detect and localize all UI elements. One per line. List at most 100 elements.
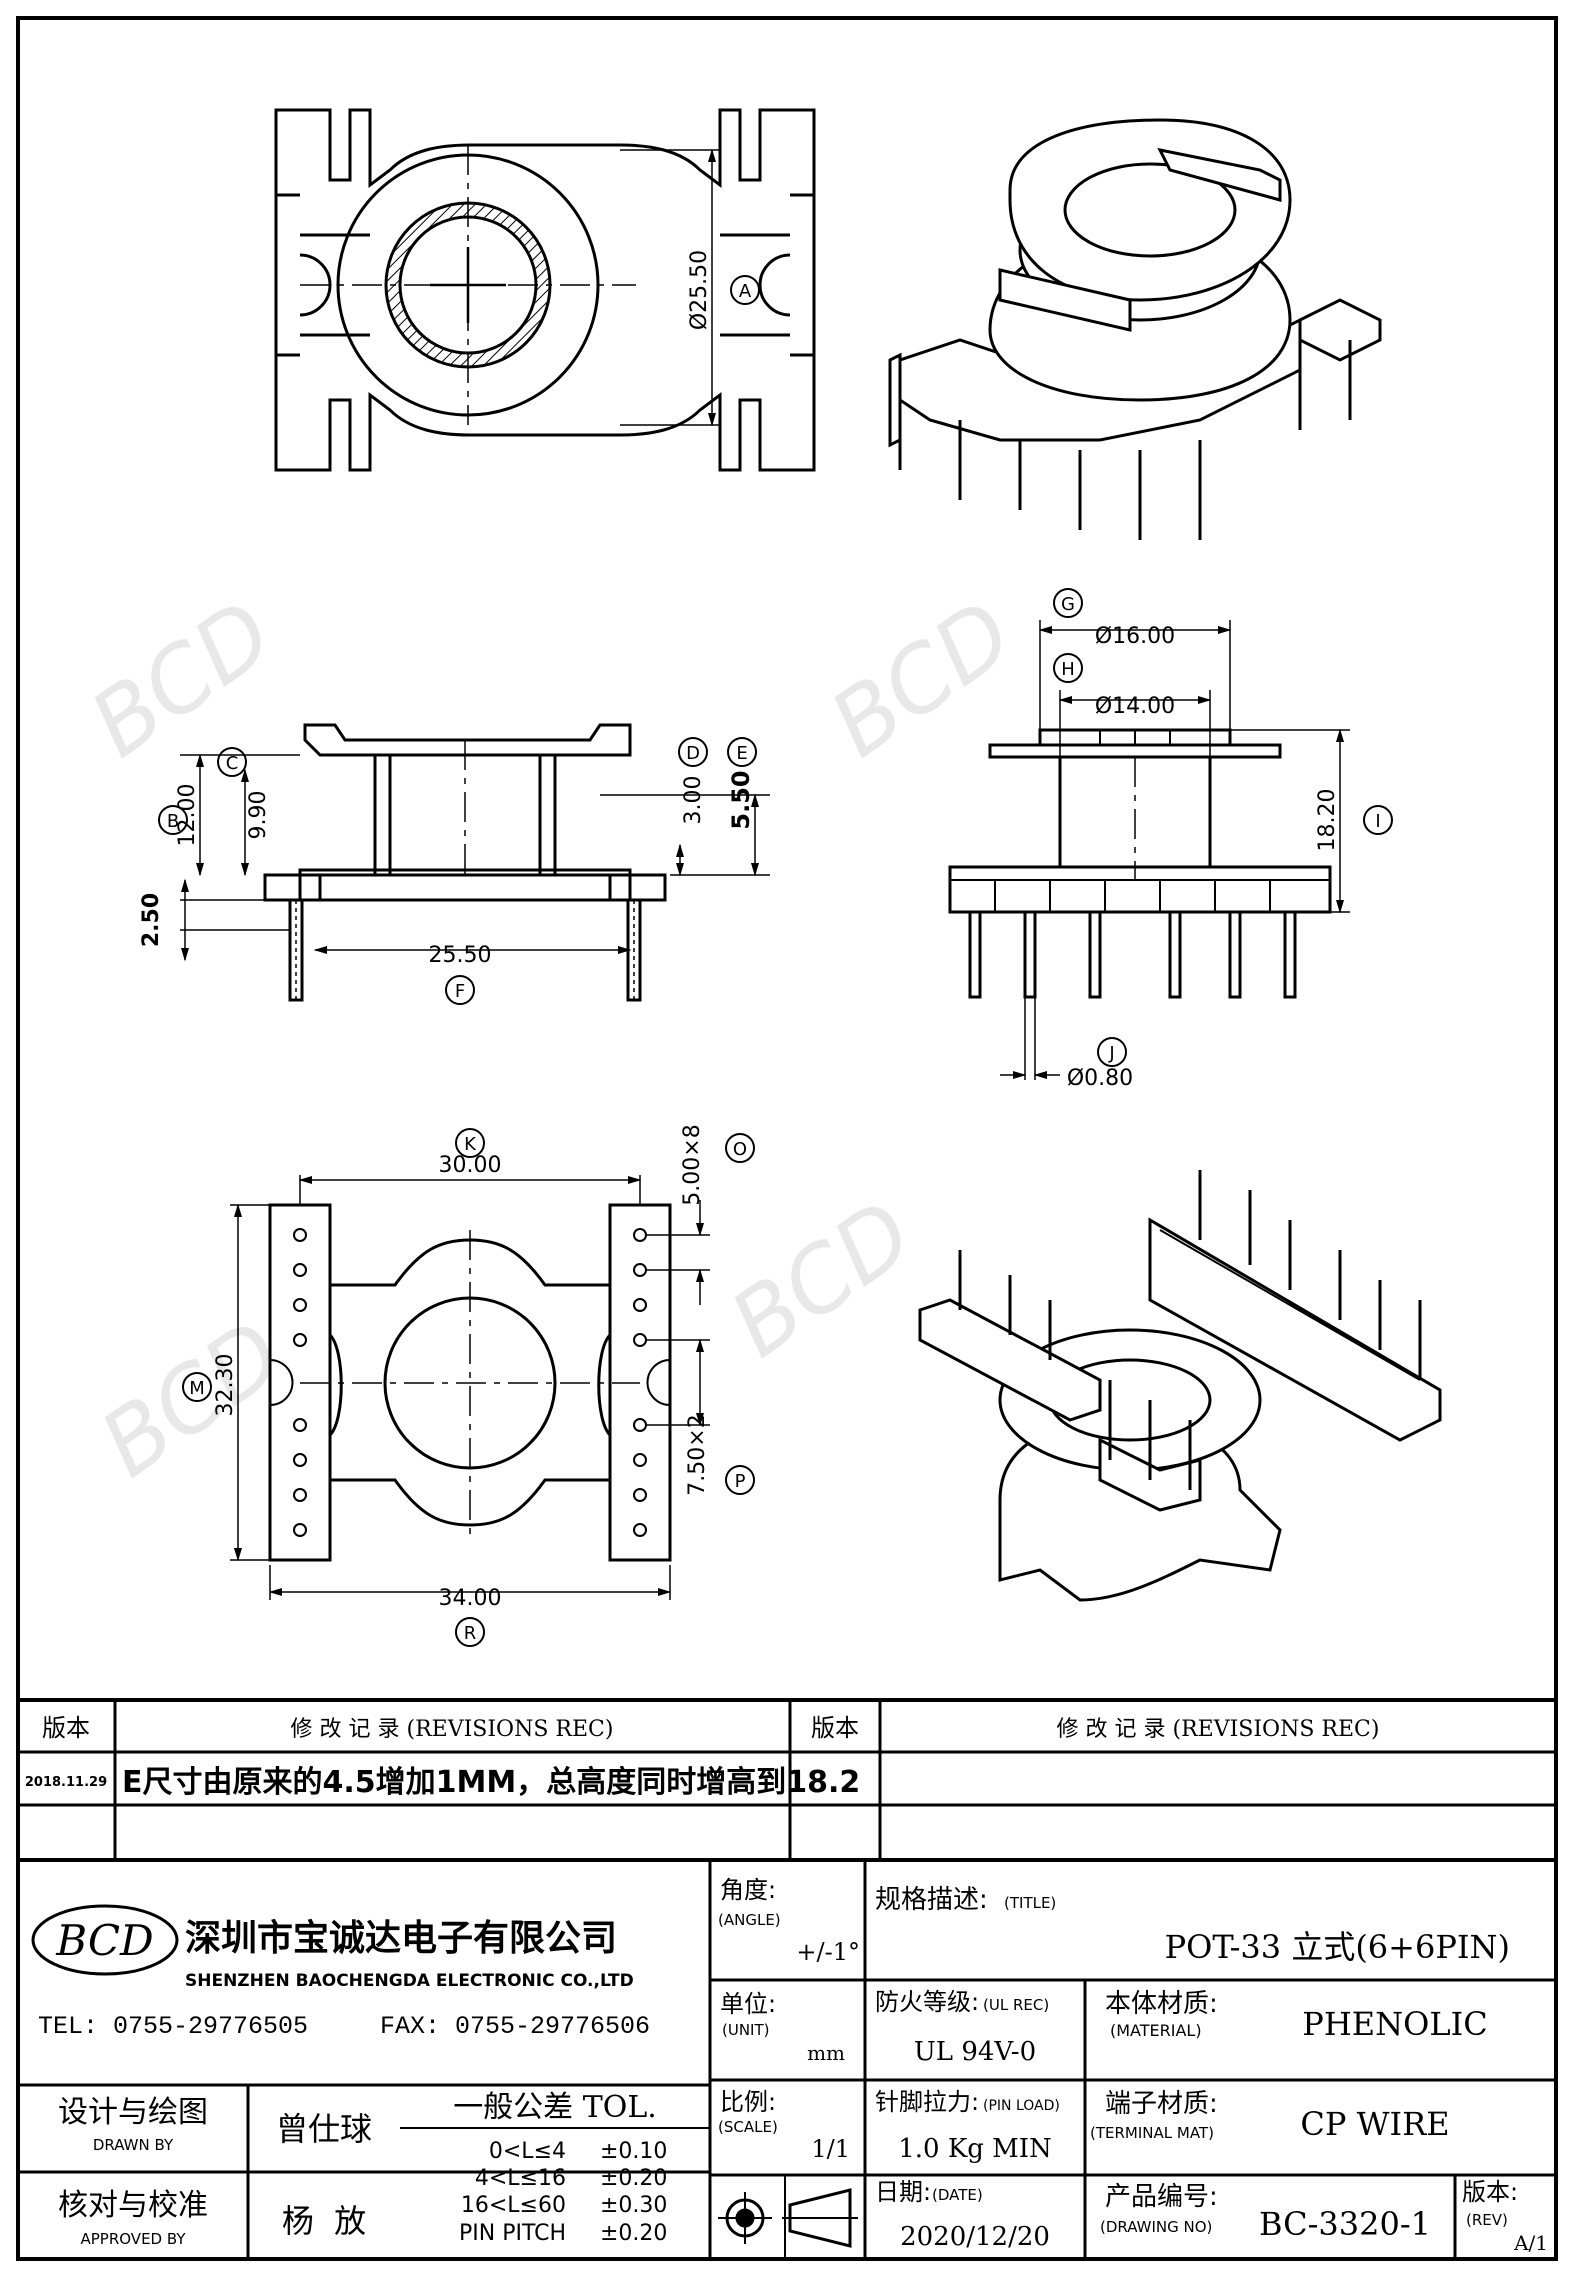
tol-range: PIN PITCH	[459, 2221, 566, 2246]
sheet-border	[16, 16, 1558, 2261]
terminal-label: 端子材质:	[1105, 2089, 1218, 2119]
material-value: PHENOLIC	[1302, 2005, 1487, 2043]
callout-j: J	[1097, 1037, 1127, 1067]
approved-label-en: APPROVED BY	[80, 2230, 186, 2248]
scale-value: 1/1	[811, 2135, 850, 2163]
svg-text:J: J	[1108, 1043, 1114, 1064]
svg-text:K: K	[464, 1134, 477, 1155]
callout-i: I	[1363, 805, 1393, 835]
tol-value: ±0.20	[600, 2221, 667, 2246]
drawn-value: 曾仕球	[276, 2110, 372, 2148]
approved-label: 核对与校准	[58, 2188, 208, 2223]
tol-title: 一般公差 TOL.	[453, 2090, 657, 2125]
svg-text:D: D	[686, 743, 700, 764]
svg-text:F: F	[455, 981, 465, 1002]
angle-value: +/-1°	[796, 1938, 860, 1966]
scale-label: 比例:	[720, 2088, 776, 2116]
pinload-label: 针脚拉力:	[875, 2088, 979, 2116]
approved-value: 杨 放	[282, 2202, 366, 2240]
side-view	[948, 620, 1350, 1080]
callout-k: K	[455, 1128, 485, 1158]
dim-front-300: 3.00	[681, 776, 706, 825]
company-tel: TEL: 0755-29776505	[38, 2012, 308, 2041]
dim-front-250: 2.50	[139, 893, 164, 947]
title-label-en: (TITLE)	[1004, 1894, 1056, 1912]
rev-row1-text: E尺寸由原来的4.5增加1MM，总高度同时增高到18.2	[122, 1765, 860, 1800]
material-label-en: (MATERIAL)	[1110, 2021, 1202, 2040]
unit-label-en: (UNIT)	[722, 2021, 770, 2039]
tol-range: 0<L≤4	[489, 2139, 566, 2164]
rev-header-version-right: 版本	[811, 1714, 859, 1742]
svg-text:I: I	[1375, 811, 1380, 832]
dim-side-16: Ø16.00	[1095, 624, 1175, 649]
rev-header-record-left: 修 改 记 录 (REVISIONS REC)	[291, 1717, 614, 1742]
dim-front-990: 9.90	[246, 791, 271, 840]
callout-d: D	[678, 737, 708, 767]
callout-c: C	[217, 747, 247, 777]
scale-label-en: (SCALE)	[718, 2118, 778, 2136]
svg-text:BCD: BCD	[712, 1181, 931, 1378]
dim-side-1820: 18.20	[1315, 789, 1340, 852]
unit-label: 单位:	[720, 1990, 776, 2018]
callout-e: E	[727, 737, 757, 767]
svg-text:P: P	[735, 1471, 746, 1492]
svg-text:O: O	[733, 1139, 747, 1160]
svg-text:C: C	[226, 753, 239, 774]
unit-value: mm	[807, 2041, 845, 2065]
callout-a: A	[730, 275, 760, 305]
ul-value: UL 94V-0	[914, 2037, 1036, 2067]
drawing-value: BC-3320-1	[1259, 2205, 1431, 2243]
company-logo: BCD	[31, 1904, 179, 1976]
drawn-label-en: DRAWN BY	[93, 2136, 174, 2154]
callout-p: P	[725, 1465, 755, 1495]
front-view	[180, 723, 770, 1002]
callout-g: G	[1053, 588, 1083, 618]
svg-text:BCD: BCD	[812, 581, 1031, 778]
company-fax: FAX: 0755-29776506	[380, 2012, 650, 2041]
svg-text:BCD: BCD	[72, 581, 291, 778]
material-label: 本体材质:	[1105, 1989, 1218, 2019]
callout-h: H	[1053, 653, 1083, 683]
callout-o: O	[725, 1133, 755, 1163]
top-view	[274, 108, 816, 472]
isometric-view-bottom	[918, 1170, 1442, 1602]
dim-front-2550: 25.50	[429, 943, 492, 968]
date-value: 2020/12/20	[900, 2222, 1050, 2252]
tol-value: ±0.10	[600, 2139, 667, 2164]
dim-bottom-750: 7.50×2	[685, 1414, 710, 1495]
rev-label-en: (REV)	[1466, 2211, 1508, 2229]
revision-table	[18, 1698, 1556, 1862]
callout-b: B	[158, 805, 188, 835]
drawing-label: 产品编号:	[1105, 2182, 1218, 2212]
dim-front-12: 12.00	[175, 784, 200, 847]
callout-f: F	[445, 975, 475, 1005]
ul-label-en: (UL REC)	[983, 1996, 1049, 2014]
tolerance-table: 0<L≤4 ±0.10 4<L≤16 ±0.20 16<L≤60 ±0.30 P…	[459, 2139, 667, 2246]
svg-text:BCD: BCD	[55, 1916, 153, 1965]
isometric-view-top	[888, 118, 1382, 540]
angle-label-en: (ANGLE)	[718, 1911, 781, 1929]
pinload-label-en: (PIN LOAD)	[983, 2098, 1060, 2114]
angle-label: 角度:	[720, 1876, 776, 1904]
svg-text:A: A	[739, 281, 752, 302]
rev-header-record-right: 修 改 记 录 (REVISIONS REC)	[1057, 1717, 1380, 1742]
svg-text:H: H	[1061, 659, 1075, 680]
drawing-label-en: (DRAWING NO)	[1100, 2218, 1212, 2236]
title-value: POT-33 立式(6+6PIN)	[1165, 1928, 1510, 1966]
date-label: 日期:	[875, 2178, 931, 2206]
dim-bottom-34: 34.00	[439, 1586, 502, 1611]
rev-row1-date: 2018.11.29	[25, 1775, 107, 1790]
svg-text:M: M	[189, 1378, 205, 1399]
rev-value: A/1	[1513, 2231, 1548, 2255]
svg-text:R: R	[464, 1623, 477, 1644]
rev-header-version-left: 版本	[42, 1714, 90, 1742]
callout-m: M	[182, 1372, 212, 1402]
projection-symbol-icon	[718, 2188, 858, 2248]
date-label-en: (DATE)	[932, 2186, 983, 2204]
callout-r: R	[455, 1617, 485, 1647]
ul-label: 防火等级:	[875, 1988, 979, 2016]
company-name-en: SHENZHEN BAOCHENGDA ELECTRONIC CO.,LTD	[185, 1971, 634, 1991]
dim-front-550: 5.50	[727, 770, 755, 829]
title-block	[18, 1860, 1556, 2259]
